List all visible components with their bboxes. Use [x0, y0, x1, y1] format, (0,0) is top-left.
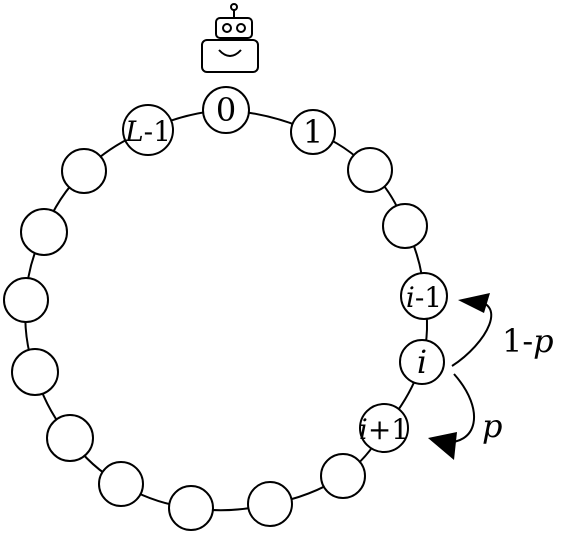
node-circle [359, 403, 409, 453]
node-circle [247, 481, 293, 527]
arrowhead-down [428, 432, 457, 460]
node-13 [3, 277, 49, 323]
node-3 [382, 203, 428, 249]
transition-label-down: p [482, 407, 502, 445]
node-circle [168, 485, 214, 531]
node-label: 0 [216, 91, 236, 129]
node-circle [320, 453, 366, 499]
node-15 [61, 148, 107, 194]
transition-arrow-down [441, 373, 476, 444]
node-circle [400, 272, 448, 320]
node-circle [202, 86, 250, 134]
node-circle [46, 414, 94, 462]
node-11 [46, 414, 94, 462]
node-i-plus-1: i+1 [359, 403, 409, 453]
node-i: i [399, 339, 445, 385]
node-circle [347, 147, 393, 193]
node-9 [168, 485, 214, 531]
node-circle [3, 277, 49, 323]
ring-nodes: 0 1 i-1 ii+1 L-1 [3, 86, 448, 531]
node-circle [399, 339, 445, 385]
node-circle [61, 148, 107, 194]
node-i-minus-1: i-1 [400, 272, 448, 320]
node-0: 0 [202, 86, 250, 134]
transition-label-up: 1-p [502, 322, 554, 360]
node-label: 1 [303, 113, 323, 151]
node-12 [11, 348, 59, 396]
node-7 [320, 453, 366, 499]
node-circle [98, 461, 144, 507]
node-L-minus-1: L-1 [122, 104, 174, 156]
node-circle [122, 104, 174, 156]
node-8 [247, 481, 293, 527]
node-label: L-1 [124, 115, 171, 148]
node-circle [11, 348, 59, 396]
node-label: i [417, 343, 427, 381]
node-label: i-1 [406, 281, 442, 314]
node-label: i+1 [359, 413, 409, 446]
node-1: 1 [290, 109, 336, 155]
node-circle [382, 203, 428, 249]
arrowhead-up [458, 293, 490, 313]
node-circle [290, 109, 336, 155]
node-2 [347, 147, 393, 193]
node-circle [20, 208, 68, 256]
robot-icon [201, 3, 259, 73]
node-14 [20, 208, 68, 256]
node-10 [98, 461, 144, 507]
transition-arrow-up [451, 299, 493, 367]
